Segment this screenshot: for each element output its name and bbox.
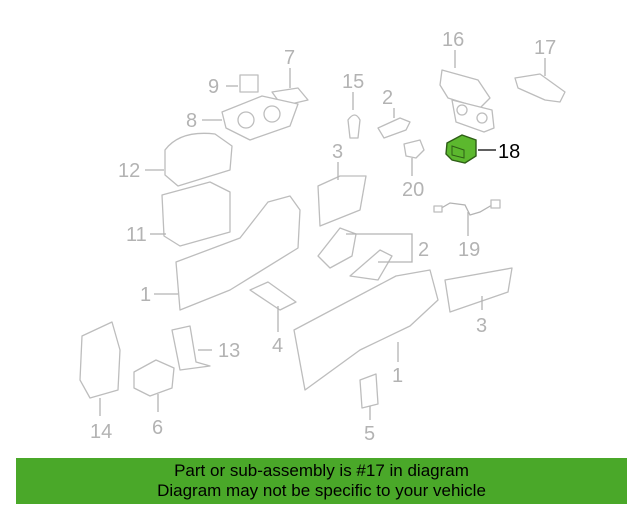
part-11-armrest[interactable] [164, 132, 233, 187]
part-18-wire-harness[interactable] [433, 199, 501, 216]
callout-13[interactable]: 14 [90, 421, 112, 443]
callout-16[interactable]: 17 [534, 37, 556, 59]
callout-1-lower[interactable]: 1 [392, 365, 403, 387]
callout-1-left[interactable]: 1 [140, 284, 151, 306]
callout-10[interactable]: 11 [126, 224, 147, 246]
part-16-bracket[interactable] [514, 73, 566, 103]
leader-lines [99, 50, 546, 420]
part-17-usb-jack[interactable] [445, 134, 477, 164]
part-14-knob[interactable] [347, 114, 361, 139]
callout-19[interactable]: 20 [402, 179, 424, 201]
callout-5[interactable]: 5 [364, 423, 375, 445]
callout-17[interactable]: 18 [498, 141, 520, 163]
part-8-cupholder[interactable] [221, 95, 299, 141]
part-3-side-panel[interactable] [317, 175, 367, 227]
callout-6[interactable]: 6 [152, 417, 163, 439]
callout-20[interactable]: 2 [382, 87, 393, 109]
callout-9[interactable]: 9 [208, 76, 219, 98]
callout-15[interactable]: 16 [442, 29, 464, 51]
part-6-switch[interactable] [133, 359, 175, 397]
part-1-lower-console[interactable] [293, 269, 439, 391]
part-9-cap[interactable] [239, 74, 259, 93]
callout-8[interactable]: 8 [186, 110, 197, 132]
callout-18[interactable]: 19 [458, 239, 480, 261]
banner-line-2: Diagram may not be specific to your vehi… [157, 481, 486, 500]
part-13-cover[interactable] [79, 321, 121, 399]
part-19-socket[interactable] [403, 139, 425, 159]
info-banner: Part or sub-assembly is #17 in diagram D… [16, 458, 627, 504]
part-15-bezel[interactable] [439, 69, 495, 133]
callout-3-upper[interactable]: 3 [332, 141, 343, 163]
callout-7[interactable]: 7 [284, 47, 295, 69]
part-1-console-body[interactable] [175, 195, 301, 311]
part-3-right-panel[interactable] [444, 267, 513, 313]
part-2-trim[interactable] [317, 227, 393, 281]
callout-2[interactable]: 2 [418, 239, 429, 261]
callout-3-right[interactable]: 3 [476, 315, 487, 337]
part-10-console-box[interactable] [161, 181, 231, 247]
part-12-bracket[interactable] [171, 325, 211, 371]
banner-line-1: Part or sub-assembly is #17 in diagram [174, 461, 469, 480]
callout-14[interactable]: 15 [342, 71, 364, 93]
part-5-bracket[interactable] [359, 373, 379, 409]
part-20-lighter[interactable] [377, 117, 411, 139]
callout-4[interactable]: 4 [272, 335, 283, 357]
part-4-bracket[interactable] [249, 281, 297, 311]
callout-11[interactable]: 12 [118, 160, 140, 182]
callout-12[interactable]: 13 [218, 340, 240, 362]
